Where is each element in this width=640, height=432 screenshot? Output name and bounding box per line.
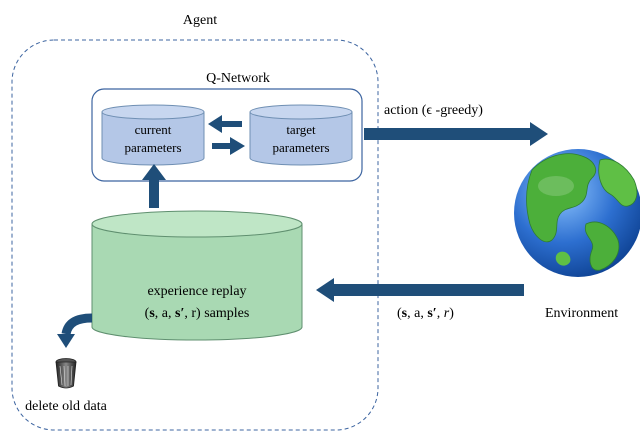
trash-bin-icon	[55, 358, 77, 389]
arrow-target-to-current	[208, 115, 242, 133]
arrow-replay-to-qnetwork	[142, 164, 166, 208]
q-network-label: Q-Network	[206, 71, 270, 86]
agent-boundary	[11, 39, 379, 431]
current-parameters-cylinder: current parameters	[101, 104, 205, 166]
transition-label: (s, a, s′, r)	[397, 306, 454, 321]
current-parameters-line2: parameters	[124, 140, 181, 155]
environment-label: Environment	[545, 306, 618, 321]
action-label: action (ϵ -greedy)	[384, 103, 483, 118]
globe-icon	[514, 149, 640, 277]
transition-arrow	[316, 278, 524, 302]
current-parameters-line1: current	[135, 122, 172, 137]
action-arrow	[364, 122, 548, 146]
arrow-current-to-target	[212, 137, 245, 155]
target-parameters-line2: parameters	[272, 140, 329, 155]
delete-label: delete old data	[25, 399, 107, 414]
replay-line2: (s, a, s′, r) samples	[145, 306, 250, 321]
delete-arrow	[57, 313, 93, 348]
agent-label: Agent	[183, 13, 217, 28]
replay-line1: experience replay	[147, 284, 246, 299]
target-parameters-cylinder: target parameters	[249, 104, 353, 166]
target-parameters-line1: target	[286, 122, 316, 137]
experience-replay-cylinder: experience replay (s, a, s′, r) samples	[91, 210, 303, 341]
